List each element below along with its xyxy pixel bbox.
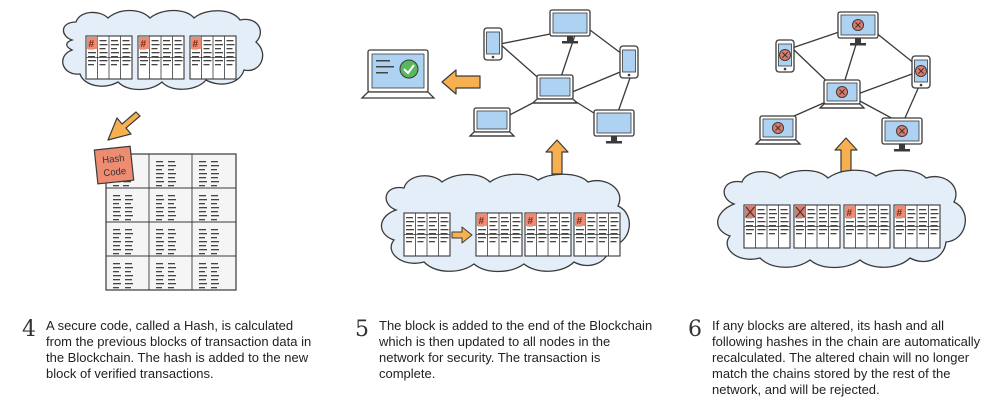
- chain-block: #: [86, 36, 132, 79]
- laptop-node-center: [532, 74, 578, 104]
- hash-code-tag: Hash Code: [93, 145, 135, 185]
- altered-block: [744, 205, 790, 248]
- monitor-node: [593, 109, 635, 145]
- panel-step-5: # # #: [360, 9, 639, 273]
- monitor-node: [549, 9, 591, 45]
- laptop-node-rejected: [819, 79, 865, 109]
- down-left-arrow: [107, 111, 141, 141]
- hash-symbol: #: [847, 208, 853, 219]
- chain-block: #: [894, 205, 940, 248]
- step-number: 6: [688, 317, 702, 342]
- hash-symbol: #: [89, 39, 95, 50]
- step-text: If any blocks are altered, its hash and …: [712, 318, 981, 397]
- step-4-caption: 4 A secure code, called a Hash, is calcu…: [22, 318, 322, 382]
- hash-symbol: #: [479, 216, 485, 227]
- left-arrow: [441, 69, 481, 95]
- chain-block: #: [525, 213, 571, 256]
- step-text: A secure code, called a Hash, is calcula…: [46, 318, 312, 381]
- hash-label-line2: Code: [103, 166, 127, 179]
- step-6-caption: 6 If any blocks are altered, its hash an…: [688, 318, 994, 398]
- phone-node-rejected: [775, 39, 795, 73]
- hash-symbol: #: [528, 216, 534, 227]
- hash-symbol: #: [141, 39, 147, 50]
- altered-block: [794, 205, 840, 248]
- hash-symbol: #: [897, 208, 903, 219]
- laptop-node-rejected: [755, 115, 801, 145]
- step-number: 4: [22, 317, 36, 342]
- step-text: The block is added to the end of the Blo…: [379, 318, 653, 381]
- monitor-node-rejected: [881, 117, 923, 153]
- panel-step-6: # #: [717, 11, 966, 269]
- up-arrow: [834, 137, 858, 173]
- hash-symbol: #: [193, 39, 199, 50]
- chain-block: #: [190, 36, 236, 79]
- up-arrow: [545, 139, 569, 175]
- chain-block: #: [574, 213, 620, 256]
- phone-node: [619, 45, 639, 79]
- chain-block: #: [138, 36, 184, 79]
- panel-step-4: # # # Hash: [62, 9, 264, 291]
- phone-node-rejected: [911, 55, 931, 89]
- chain-block: #: [844, 205, 890, 248]
- monitor-node-rejected: [837, 11, 879, 47]
- step-number: 5: [355, 317, 369, 342]
- step-5-caption: 5 The block is added to the end of the B…: [355, 318, 655, 382]
- right-arrow: [451, 226, 473, 244]
- laptop-node: [469, 107, 515, 137]
- hash-symbol: #: [577, 216, 583, 227]
- verified-laptop: [360, 49, 436, 99]
- chain-block: [404, 213, 450, 256]
- hash-label-line1: Hash: [102, 153, 125, 166]
- chain-block: #: [476, 213, 522, 256]
- phone-node: [483, 27, 503, 61]
